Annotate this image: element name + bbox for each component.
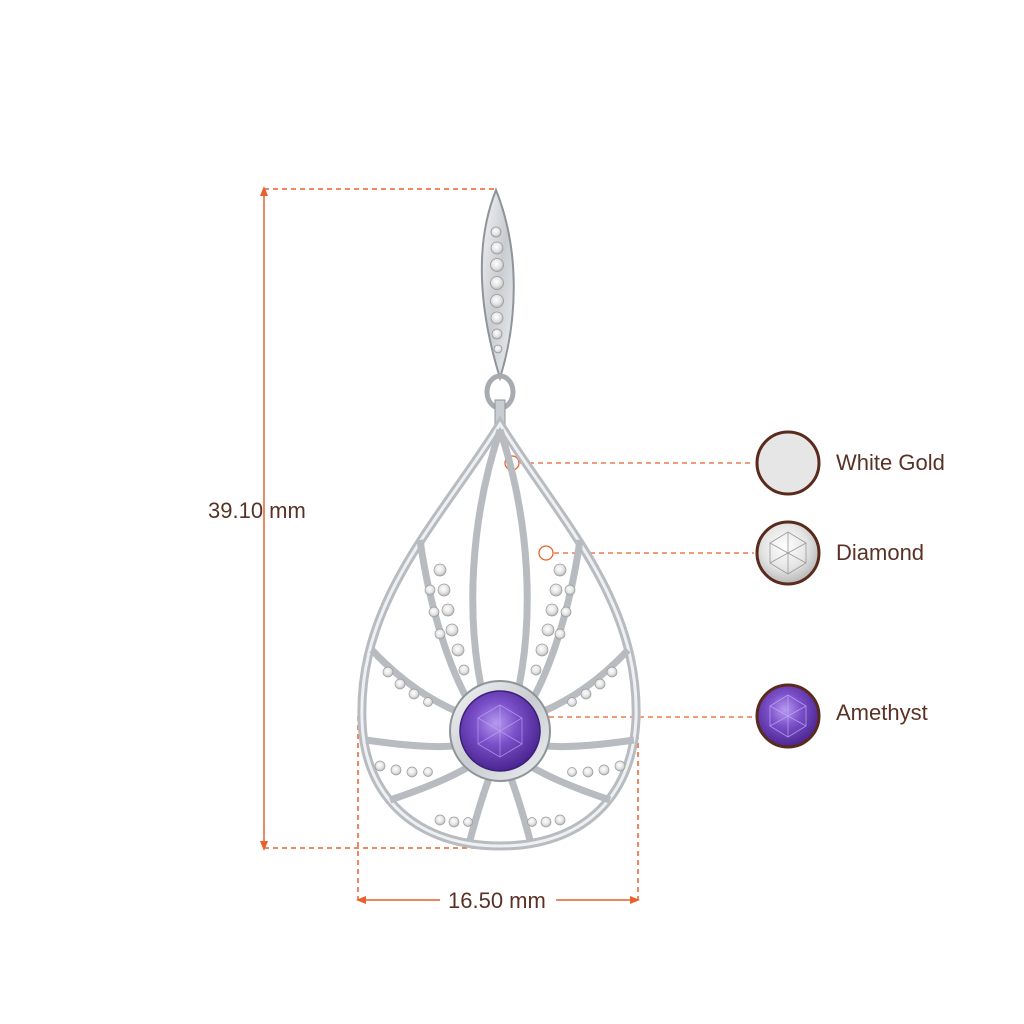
- height-dimension: [260, 186, 500, 851]
- white-gold-swatch-icon: [755, 430, 821, 496]
- callout-leaders: [504, 455, 754, 718]
- teardrop-frame: [357, 415, 641, 851]
- legend-label-diamond: Diamond: [836, 540, 925, 565]
- width-dimension-label: 16.50 mm: [448, 888, 546, 913]
- legend-swatches: [755, 430, 821, 749]
- pave-diamonds: [374, 563, 626, 828]
- diamond-facets: [769, 531, 807, 575]
- legend-label-amethyst: Amethyst: [836, 700, 928, 725]
- amethyst-swatch-facets: [769, 694, 807, 738]
- pendant-illustration: [357, 187, 641, 851]
- amethyst-facets: [477, 704, 523, 758]
- legend-label-white-gold: White Gold: [836, 450, 945, 475]
- height-dimension-label: 39.10 mm: [208, 498, 306, 523]
- bail-diamonds: [490, 226, 504, 354]
- width-dimension: [356, 716, 640, 904]
